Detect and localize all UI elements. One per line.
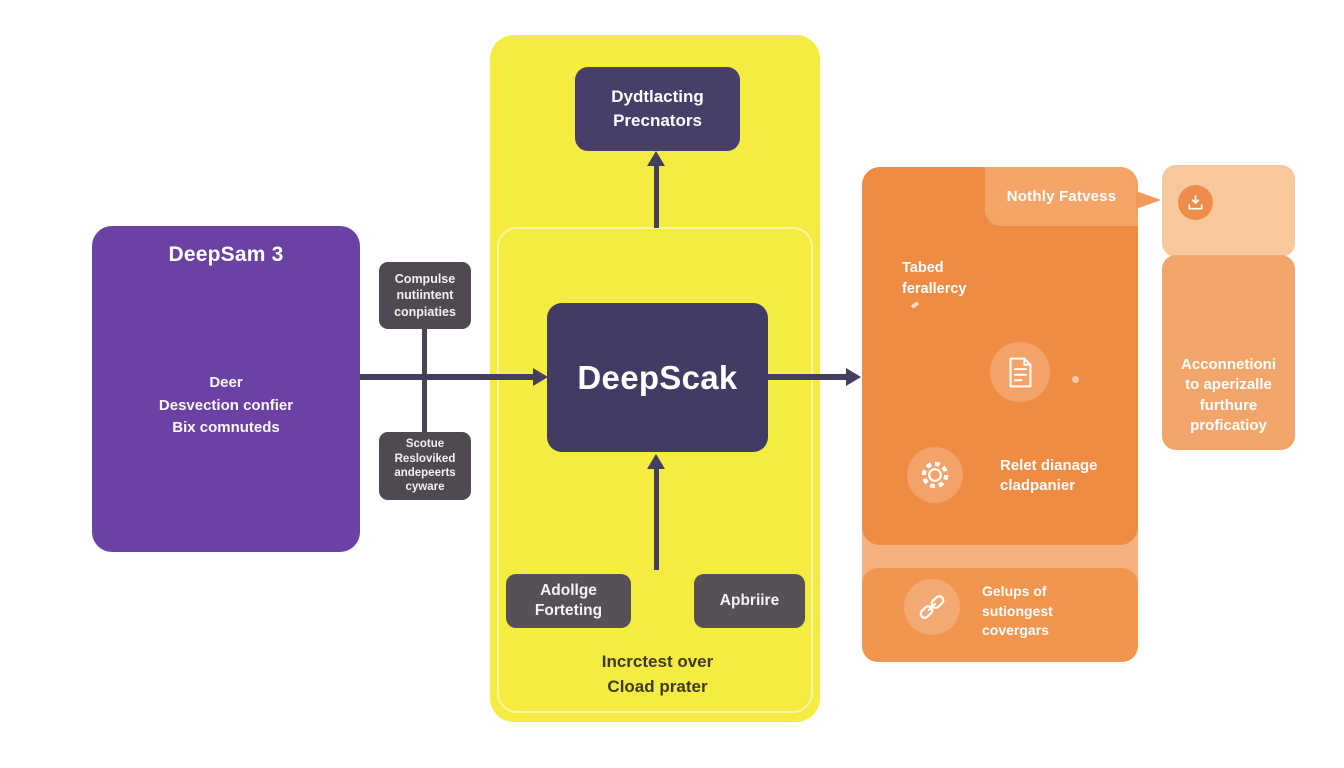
link-icon [904,579,960,635]
gear-icon [907,447,963,503]
deepscak-box: DeepScak [547,303,768,452]
arrowhead-up-to-predators [647,151,665,166]
arrowhead-up-to-deepscak [647,454,665,469]
side-text-box: Acconnetioni to aperizalle furthure prof… [1162,255,1295,450]
yellow-panel-inner-outline [497,227,813,713]
gelups-label: Gelups of sutiongest covergars [982,583,1053,639]
orange-footer-box [862,568,1138,662]
arrowhead-center-to-right [846,368,861,386]
arrow-up-to-predators [654,166,659,228]
arrow-center-to-right [768,374,848,380]
deepsam-title: DeepSam 3 [168,243,284,266]
arrowhead-left-to-center [533,368,548,386]
connector-box-top: Compulse nutiintent conpiaties [379,262,471,329]
dot-mark [1072,376,1079,383]
document-icon [990,342,1050,402]
connector-line [422,329,427,432]
deepscak-label: DeepScak [577,358,738,396]
orange-panel [862,167,1138,545]
deepsam-description: Deer Desvection confier Bix comnuteds [158,374,294,436]
side-text: Acconnetioni to aperizalle furthure prof… [1180,356,1276,434]
tabed-label: Tabed ferallercy [902,260,967,298]
inbox-arrow-icon [1178,185,1213,220]
connector-box-bottom: Scotue Resloviked andepeerts cyware [379,432,471,500]
adollge-box: Adollge Forteting [506,574,631,628]
header-pointer [1136,191,1161,209]
apbriire-box: Apbriire [694,574,805,628]
relet-label: Relet dianage cladpanier [1000,457,1098,495]
orange-panel-header: Nothly Fatvess [985,167,1138,226]
panel-caption: Incrctest over Cload prater [601,652,714,696]
predators-box: Dydtlacting Precnators [575,67,740,151]
arrow-left-to-center [360,374,536,380]
arrow-up-to-deepscak [654,469,659,570]
deepsam-box: DeepSam 3 Deer Desvection confier Bix co… [92,226,360,552]
